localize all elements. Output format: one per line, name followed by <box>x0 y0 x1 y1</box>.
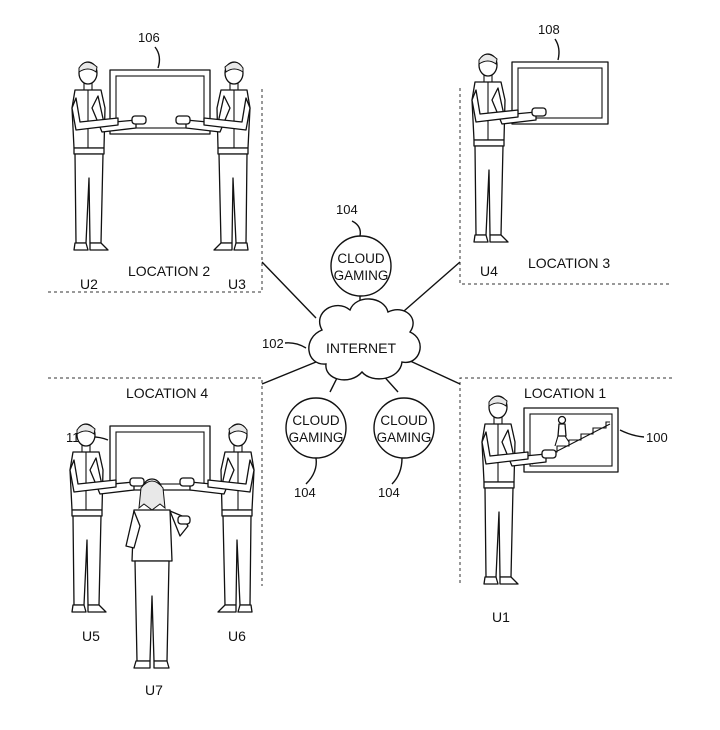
user-u6-label: U6 <box>228 628 246 644</box>
location-1-label: LOCATION 1 <box>524 385 606 401</box>
cloud-gaming-bottom-left: CLOUD GAMING 104 <box>285 397 347 500</box>
location-1-border <box>459 377 672 584</box>
user-u5-label: U5 <box>82 628 100 644</box>
internet-cloud: INTERNET <box>308 298 421 381</box>
user-u1-label: U1 <box>492 609 510 625</box>
cloud-gaming-bottom-right-ref: 104 <box>378 485 400 500</box>
user-u7-label: U7 <box>145 682 163 698</box>
location-3: 108 U4 LOCATION 3 <box>471 22 610 279</box>
internet-ref-number: 102 <box>262 336 284 351</box>
display-110 <box>109 425 211 491</box>
cloud-gaming-bottom-left-line1: CLOUD <box>292 413 340 428</box>
network-links <box>261 261 461 393</box>
location-4-label: LOCATION 4 <box>126 385 208 401</box>
cloud-gaming-bottom-left-ref: 104 <box>294 485 316 500</box>
cloud-gaming-bottom-left-line2: GAMING <box>289 430 344 445</box>
game-character-icon <box>554 415 570 447</box>
user-u7-figure <box>125 478 191 669</box>
location-4: LOCATION 4 110 U5 U6 U7 <box>66 385 255 698</box>
display-100-ref: 100 <box>646 430 668 445</box>
location-2-border <box>48 88 263 293</box>
location-3-border <box>459 88 672 285</box>
cloud-gaming-top-line1: CLOUD <box>337 251 385 266</box>
internet-label: INTERNET <box>326 340 396 356</box>
location-3-label: LOCATION 3 <box>528 255 610 271</box>
location-2-label: LOCATION 2 <box>128 263 210 279</box>
display-106-ref: 106 <box>138 30 160 45</box>
cloud-gaming-top-line2: GAMING <box>334 268 389 283</box>
cloud-gaming-bottom-right-line1: CLOUD <box>380 413 428 428</box>
cloud-gaming-bottom-right: CLOUD GAMING 104 <box>373 397 435 500</box>
user-u4-label: U4 <box>480 263 498 279</box>
display-108-ref: 108 <box>538 22 560 37</box>
location-1: LOCATION 1 100 U1 <box>481 385 668 625</box>
location-2: 106 U2 LOCATION 2 U3 <box>71 30 251 292</box>
user-u2-label: U2 <box>80 276 98 292</box>
cloud-gaming-top: CLOUD GAMING 104 <box>330 202 392 297</box>
cloud-gaming-top-ref: 104 <box>336 202 358 217</box>
user-u3-label: U3 <box>228 276 246 292</box>
internet-ref: 102 <box>262 336 307 351</box>
cloud-gaming-bottom-right-line2: GAMING <box>377 430 432 445</box>
